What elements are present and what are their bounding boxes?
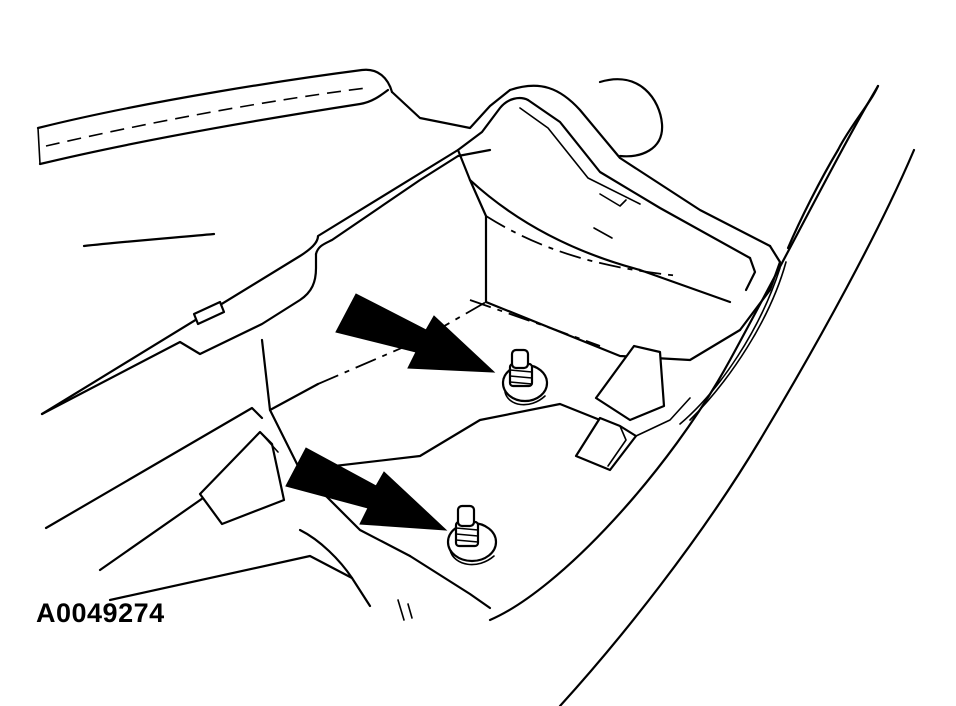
console-bin	[260, 148, 742, 610]
upper-bolt	[501, 348, 549, 406]
right-side-panel	[488, 84, 916, 706]
lower-bolt-arrow	[285, 447, 448, 531]
bin-left-block	[198, 430, 286, 526]
lower-bolt	[446, 504, 498, 566]
console-left-rim	[40, 148, 492, 621]
right-bracket	[574, 344, 691, 472]
upper-trim-panel	[36, 68, 394, 248]
upper-bolt-arrow	[335, 293, 496, 373]
figure-id-label: A0049274	[36, 598, 165, 628]
